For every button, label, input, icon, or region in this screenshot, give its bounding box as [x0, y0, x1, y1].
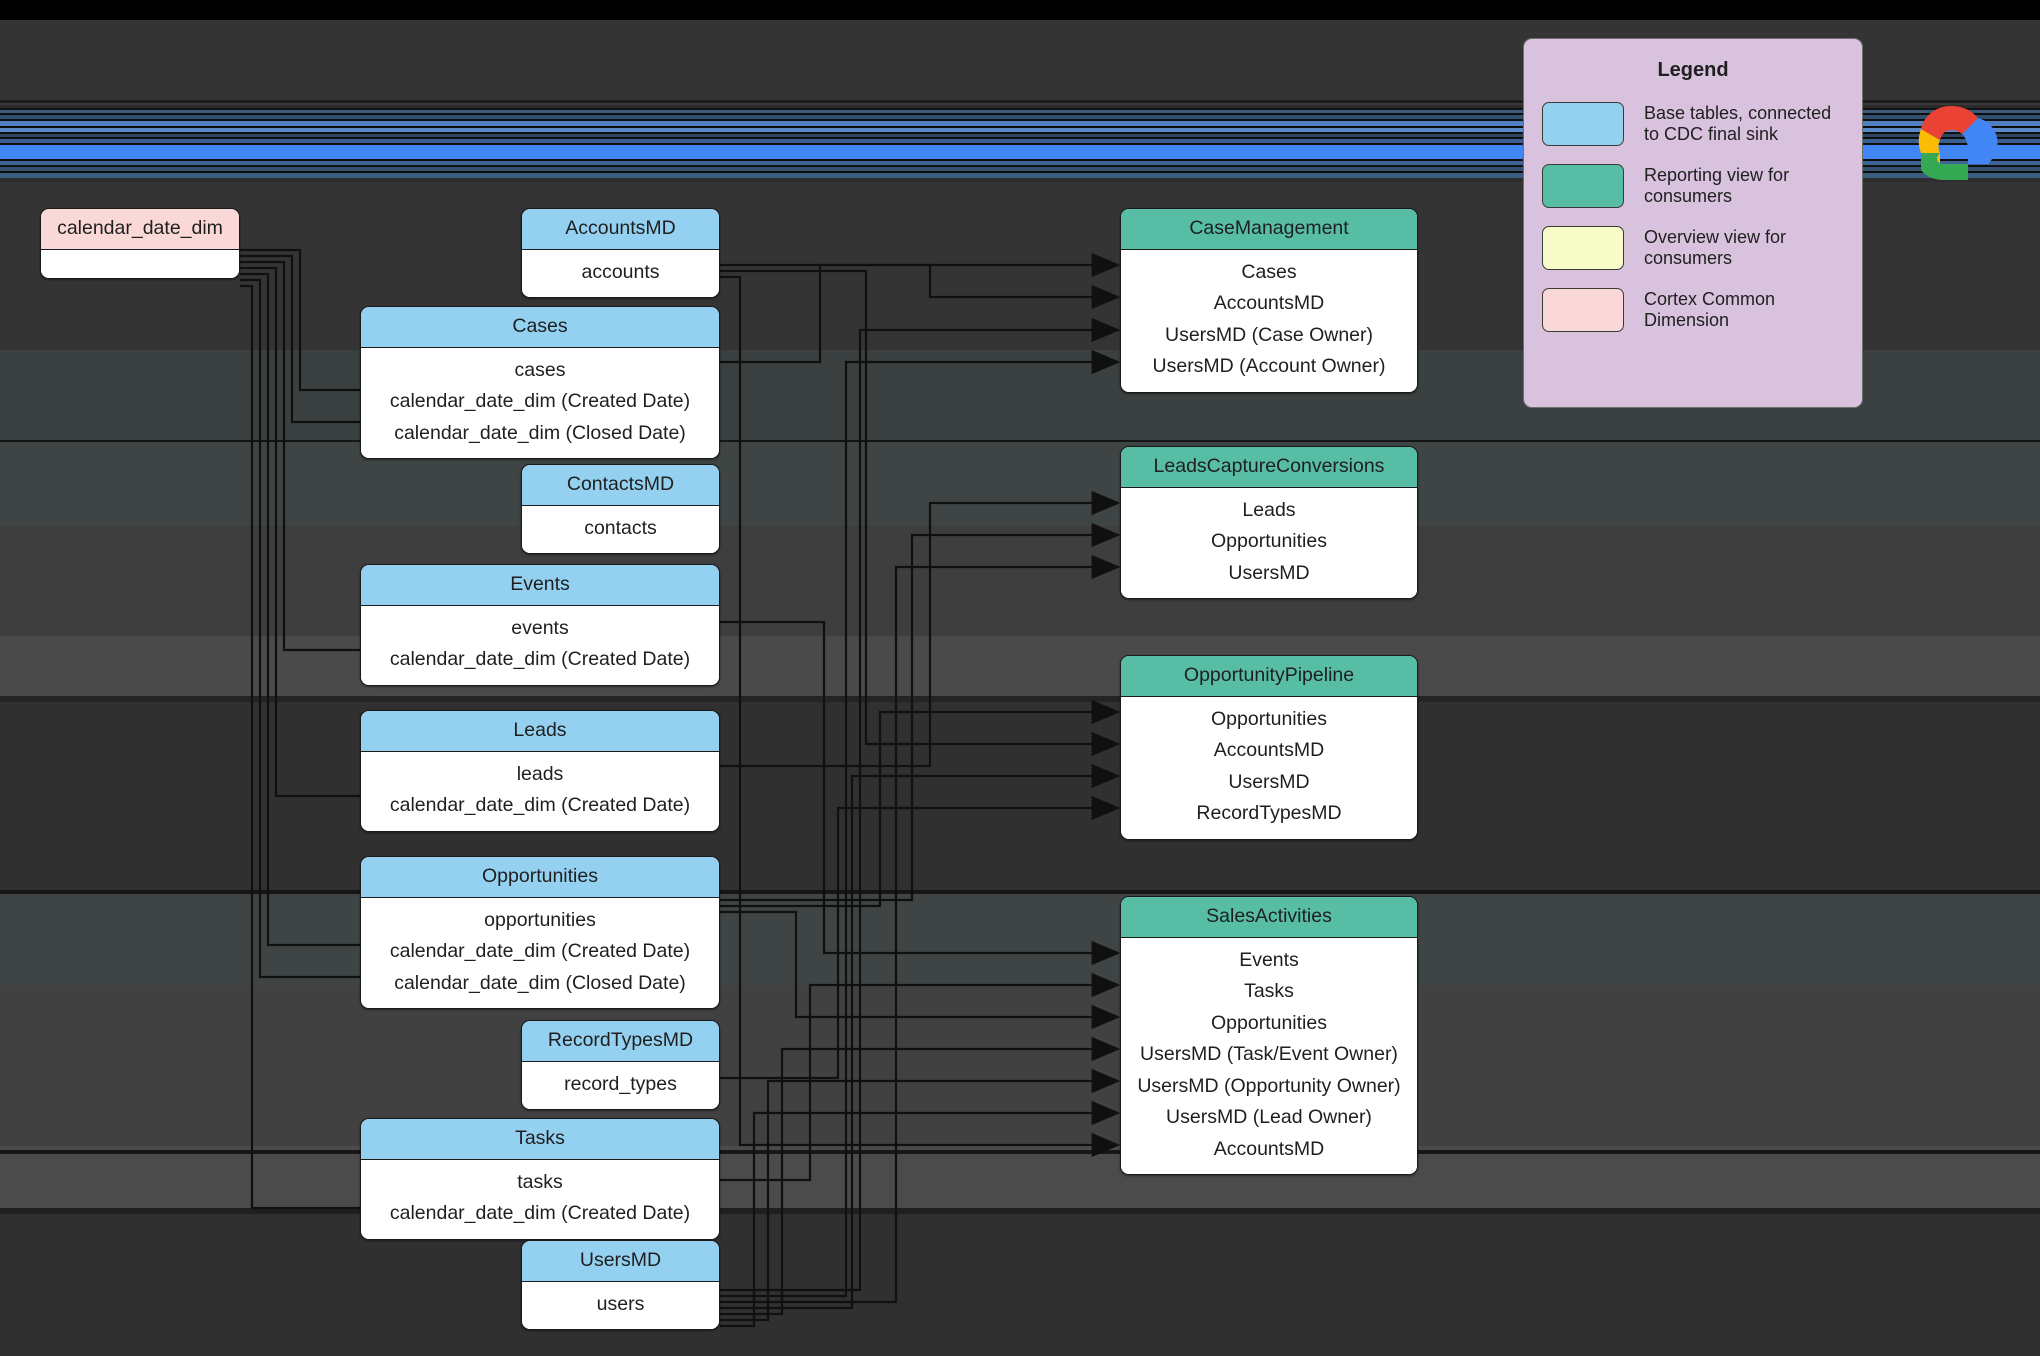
entity-row: users [596, 1292, 645, 1315]
entity-rows: leads calendar_date_dim (Created Date) [361, 751, 719, 831]
entity-rows: cases calendar_date_dim (Created Date) cal… [361, 347, 719, 459]
entity-row: tasks [517, 1170, 563, 1193]
entity-rows: record_types [522, 1061, 719, 1110]
entity-row: calendar_date_dim (Created Date) [389, 940, 691, 963]
legend-title: Legend [1657, 59, 1729, 81]
entity-title: RecordTypesMD [522, 1021, 719, 1062]
legend-item-base-tables: Base tables, connected to CDC final sink [1542, 102, 1862, 146]
entity-row: calendar_date_dim (Closed Date) [394, 421, 686, 444]
entity-rows: accounts [522, 249, 719, 298]
legend-panel: Legend Base tables, connected to CDC fin… [1523, 38, 1863, 408]
entity-rows: contacts [522, 505, 719, 554]
entity-row: calendar_date_dim (Created Date) [389, 794, 691, 817]
entity-title: Tasks [361, 1119, 719, 1160]
entity-node-usersmd[interactable]: UsersMD users [521, 1240, 720, 1331]
entity-node-contactsmd[interactable]: ContactsMD contacts [521, 464, 720, 555]
entity-row: record_types [564, 1072, 677, 1095]
legend-swatch-reporting-view [1542, 164, 1624, 208]
entity-row: UsersMD (Lead Owner) [1166, 1106, 1372, 1129]
entity-title: Opportunities [361, 857, 719, 898]
legend-item-reporting-view: Reporting view for consumers [1542, 164, 1862, 208]
legend-swatch-base-tables [1542, 102, 1624, 146]
entity-row: UsersMD (Opportunity Owner) [1137, 1074, 1401, 1097]
entity-title: Events [361, 565, 719, 606]
entity-row: UsersMD (Account Owner) [1152, 355, 1386, 378]
entity-row: UsersMD [1228, 561, 1310, 584]
entity-row: leads [516, 762, 564, 785]
entity-node-calendar_date_dim[interactable]: calendar_date_dim [40, 208, 240, 279]
entity-title: calendar_date_dim [41, 209, 239, 250]
legend-item-overview-view: Overview view for consumers [1542, 226, 1862, 270]
entity-row: contacts [584, 516, 657, 539]
entity-title: SalesActivities [1121, 897, 1417, 938]
entity-node-recordtypesmd[interactable]: RecordTypesMD record_types [521, 1020, 720, 1111]
legend-rows: Base tables, connected to CDC final sink… [1524, 102, 1862, 332]
entity-node-opportunities[interactable]: Opportunities opportunities calendar_date_… [360, 856, 720, 1010]
entity-row: Leads [1242, 498, 1296, 521]
entity-title: UsersMD [522, 1241, 719, 1282]
entity-node-cases[interactable]: Cases cases calendar_date_dim (Created Dat… [360, 306, 720, 460]
entity-row: UsersMD [1228, 770, 1310, 793]
entity-row: calendar_date_dim (Created Date) [389, 648, 691, 671]
entity-title: Cases [361, 307, 719, 348]
entity-node-events[interactable]: Events events calendar_date_dim (Created D… [360, 564, 720, 686]
entity-row: Tasks [1244, 980, 1294, 1003]
entity-title: ContactsMD [522, 465, 719, 506]
entity-row: calendar_date_dim (Closed Date) [394, 971, 686, 994]
legend-swatch-cortex-common-dimension [1542, 288, 1624, 332]
entity-node-tasks[interactable]: Tasks tasks calendar_date_dim (Created Dat… [360, 1118, 720, 1240]
entity-title: LeadsCaptureConversions [1121, 447, 1417, 488]
entity-row: cases [514, 358, 566, 381]
entity-rows [41, 249, 239, 278]
entity-row: Opportunities [1211, 1011, 1327, 1034]
entity-row: accounts [581, 260, 660, 283]
legend-item-cortex-common-dimension: Cortex Common Dimension [1542, 288, 1862, 332]
entity-row: events [511, 616, 569, 639]
entity-row: UsersMD (Task/Event Owner) [1140, 1043, 1398, 1066]
entity-row: AccountsMD [1213, 292, 1325, 315]
entity-row: calendar_date_dim (Created Date) [389, 390, 691, 413]
entity-title: OpportunityPipeline [1121, 656, 1417, 697]
google-cloud-logo [1896, 100, 2006, 186]
entity-node-accountsmd[interactable]: AccountsMD accounts [521, 208, 720, 299]
legend-label-cortex-common-dimension: Cortex Common Dimension [1644, 288, 1776, 330]
legend-label-base-tables: Base tables, connected to CDC final sink [1644, 102, 1832, 144]
entity-row: Opportunities [1211, 530, 1327, 553]
entity-title: CaseManagement [1121, 209, 1417, 250]
entity-node-leads[interactable]: Leads leads calendar_date_dim (Created Dat… [360, 710, 720, 832]
entity-title: AccountsMD [522, 209, 719, 250]
entity-row: opportunities [484, 908, 596, 931]
entity-row: UsersMD (Case Owner) [1164, 323, 1374, 346]
entity-row: Opportunities [1211, 707, 1327, 730]
legend-label-overview-view: Overview view for consumers [1644, 226, 1787, 268]
entity-row: RecordTypesMD [1196, 802, 1342, 825]
legend-swatch-overview-view [1542, 226, 1624, 270]
entity-row: AccountsMD [1213, 1137, 1325, 1160]
blue-scanline-artifact [0, 100, 2040, 178]
entity-rows: tasks calendar_date_dim (Created Date) [361, 1159, 719, 1239]
entity-title: Leads [361, 711, 719, 752]
entity-row: Events [1239, 948, 1299, 971]
legend-label-reporting-view: Reporting view for consumers [1644, 164, 1790, 206]
entity-row: AccountsMD [1213, 739, 1325, 762]
entity-row: calendar_date_dim (Created Date) [389, 1202, 691, 1225]
entity-rows: opportunities calendar_date_dim (Created … [361, 897, 719, 1009]
entity-row: Cases [1241, 260, 1297, 283]
entity-rows: users [522, 1281, 719, 1330]
entity-rows: events calendar_date_dim (Created Date) [361, 605, 719, 685]
